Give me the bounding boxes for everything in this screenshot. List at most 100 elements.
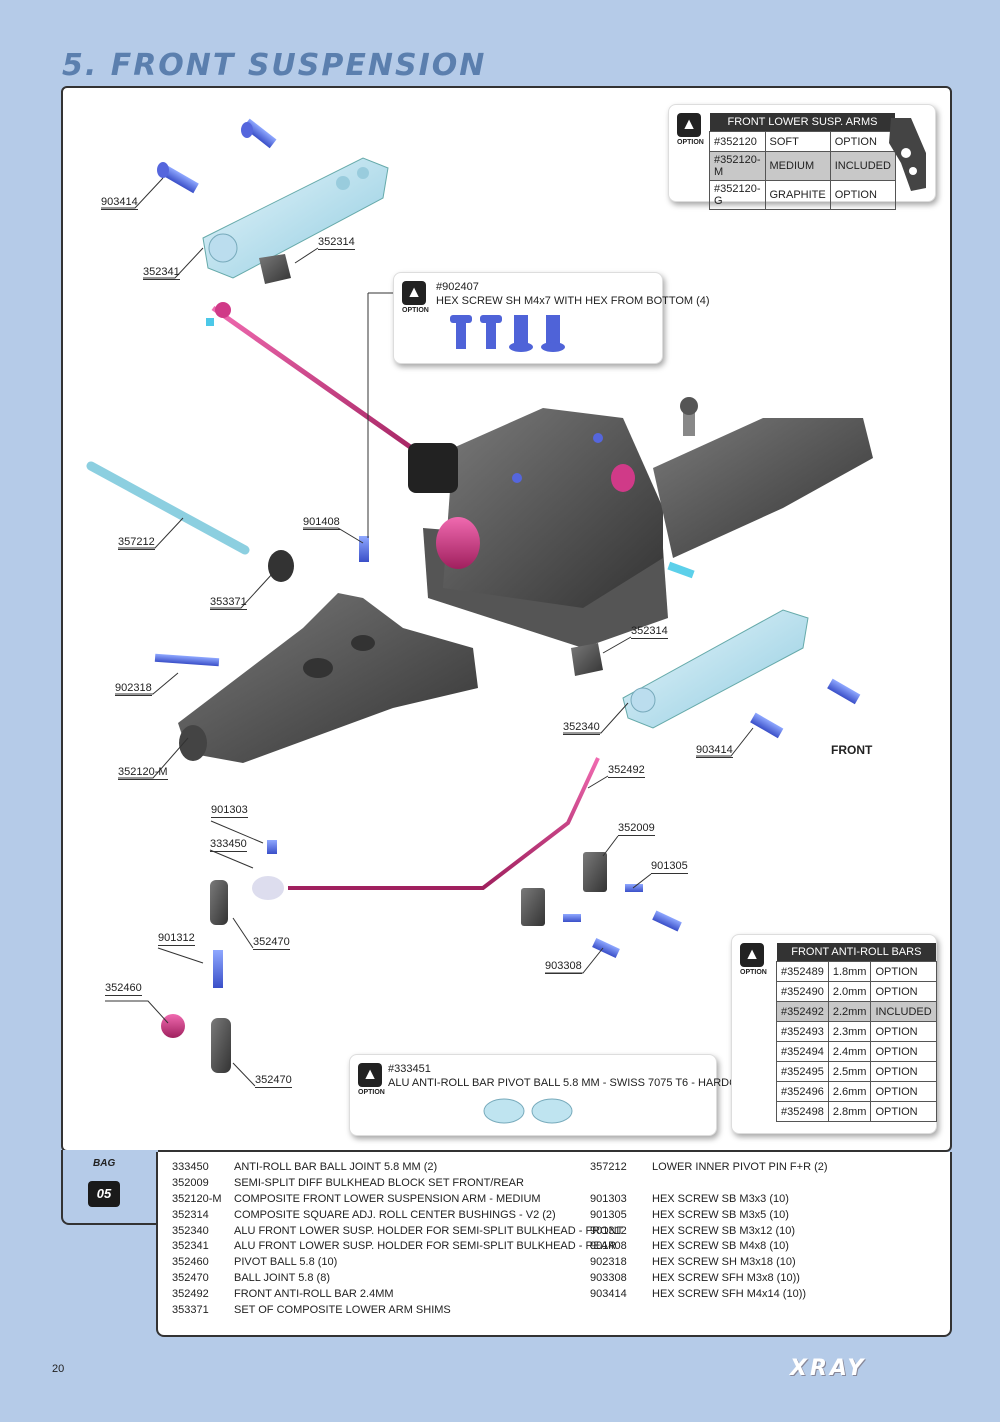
page-title: 5. FRONT SUSPENSION xyxy=(62,48,487,83)
callout-352341: 352341 xyxy=(143,266,180,280)
front-label: FRONT xyxy=(831,743,873,757)
callout-901305: 901305 xyxy=(651,860,688,874)
callout-333450: 333450 xyxy=(210,838,247,852)
callout-357212: 357212 xyxy=(118,536,155,550)
driveshaft xyxy=(206,302,435,466)
option-box-hex-screw: ▲ OPTION #902407 HEX SCREW SH M4x7 WITH … xyxy=(393,272,710,364)
lower-arm-352120-m xyxy=(178,593,478,763)
callout-901408: 901408 xyxy=(303,516,340,530)
option-screw-desc: HEX SCREW SH M4x7 WITH HEX FROM BOTTOM (… xyxy=(436,295,710,307)
screw-903414-top xyxy=(157,118,277,194)
anti-roll-bar-352492 xyxy=(288,757,600,890)
callout-352470-top: 352470 xyxy=(253,936,290,950)
antiroll-bars-title: FRONT ANTI-ROLL BARS xyxy=(776,943,937,962)
option-box-pivot-ball: ▲ OPTION #333451 ALU ANTI-ROLL BAR PIVOT… xyxy=(349,1054,791,1136)
list-item xyxy=(590,1176,828,1192)
holder-352340 xyxy=(622,609,809,729)
exploded-diagram xyxy=(86,118,873,1087)
callout-352470-lower: 352470 xyxy=(255,1074,292,1088)
callout-352460: 352460 xyxy=(105,982,142,996)
callout-352009: 352009 xyxy=(618,822,655,836)
callout-903308: 903308 xyxy=(545,960,582,974)
callout-352340: 352340 xyxy=(563,721,600,735)
bushing-352314-lower xyxy=(571,643,603,676)
option-tag: OPTION xyxy=(358,1089,385,1096)
thumbs-up-icon: ▲ xyxy=(402,281,426,305)
screw-902318 xyxy=(154,653,220,667)
screw-901408 xyxy=(359,536,369,562)
thumbs-up-icon: ▲ xyxy=(358,1063,382,1087)
callout-352314-lower: 352314 xyxy=(631,625,668,639)
callout-902318: 902318 xyxy=(115,682,152,696)
bushing-352314-top xyxy=(259,254,291,284)
callout-901303: 901303 xyxy=(211,804,248,818)
bag-label: BAG xyxy=(93,1158,116,1169)
callout-903414-top: 903414 xyxy=(101,196,138,210)
option-tag: OPTION xyxy=(677,139,704,146)
diff-bulkhead xyxy=(408,397,873,648)
callout-903414-lower: 903414 xyxy=(696,744,733,758)
option-screw-code: #902407 xyxy=(436,281,479,293)
exploded-diagram-panel: 903414 352341 352314 357212 901408 35337… xyxy=(61,86,952,1152)
option-tag: OPTION xyxy=(402,307,429,314)
callout-352120-m: 352120-M xyxy=(118,766,168,780)
thumbs-up-icon: ▲ xyxy=(740,943,764,967)
screw-903414-lower xyxy=(827,678,861,705)
shim-353371 xyxy=(268,550,294,582)
callout-353371: 353371 xyxy=(210,596,247,610)
lower-arm-icon xyxy=(889,118,926,191)
brand-logo: XRAY xyxy=(790,1356,867,1381)
thumbs-up-icon: ▲ xyxy=(677,113,701,137)
lower-arms-title: FRONT LOWER SUSP. ARMS xyxy=(709,113,896,132)
page-number: 20 xyxy=(52,1363,65,1375)
callout-901312: 901312 xyxy=(158,932,195,946)
option-tag: OPTION xyxy=(740,969,767,976)
option-ball-code: #333451 xyxy=(388,1063,431,1075)
callout-352492: 352492 xyxy=(608,764,645,778)
option-ball-desc: ALU ANTI-ROLL BAR PIVOT BALL 5.8 MM - SW… xyxy=(388,1077,791,1089)
ball-joints xyxy=(161,840,284,1073)
bag-number: 05 xyxy=(88,1181,120,1207)
bar-blocks-352009 xyxy=(521,852,682,959)
pivot-balls-icon xyxy=(483,1098,573,1124)
leader-lines xyxy=(101,177,754,1087)
parts-list-panel xyxy=(156,1152,952,1337)
pivot-pin-357212 xyxy=(86,461,250,555)
holder-352341 xyxy=(202,157,389,279)
callout-352314-top: 352314 xyxy=(318,236,355,250)
